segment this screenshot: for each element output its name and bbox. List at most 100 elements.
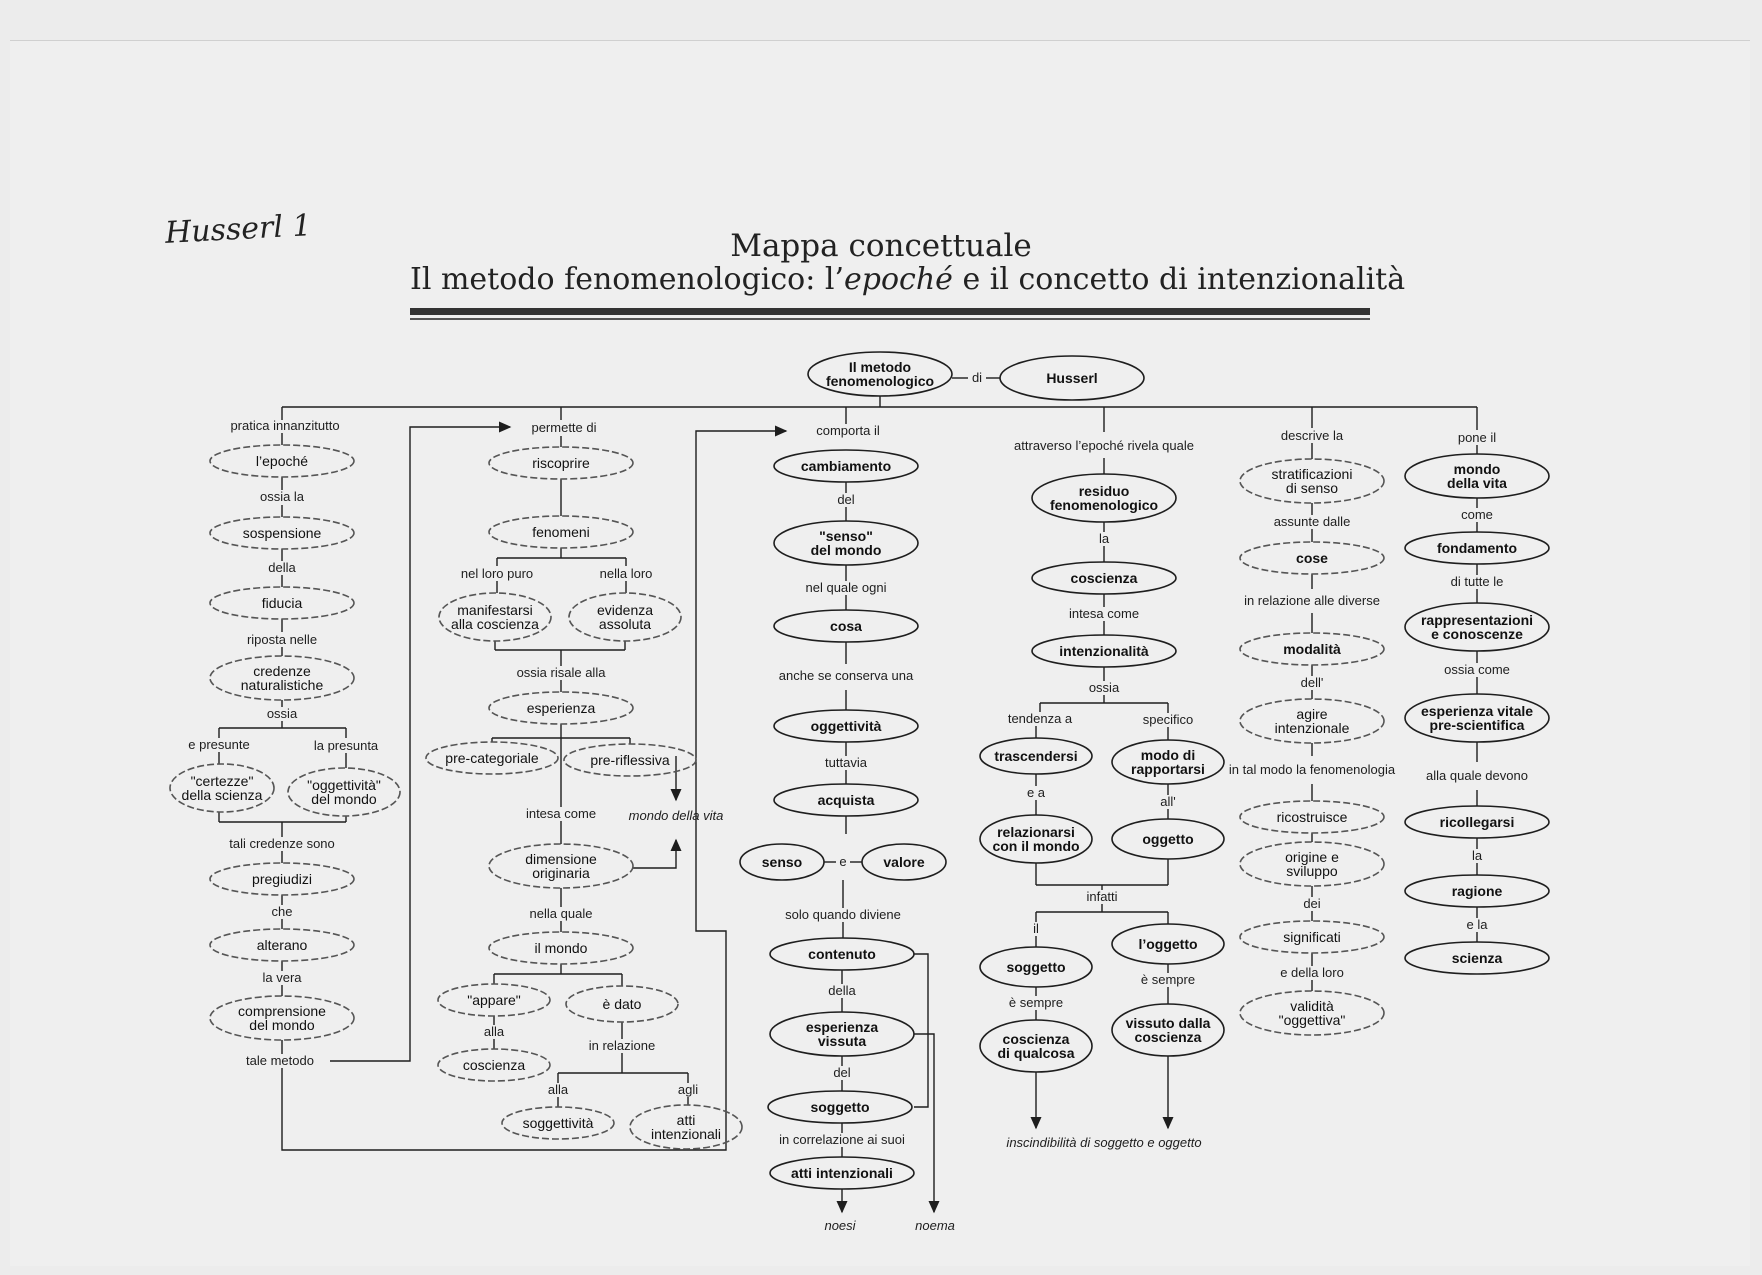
concept-ellipse bbox=[1239, 800, 1385, 834]
concept-ellipse bbox=[488, 446, 634, 480]
concept-ellipse bbox=[209, 995, 355, 1041]
subtitle-prefix: Il metodo fenomenologico: l’ bbox=[410, 262, 845, 297]
link-label-col3-noesi: noesi bbox=[824, 1218, 856, 1233]
title-underline bbox=[410, 308, 1370, 315]
concept-node-col2-soggettivita: soggettività bbox=[522, 1115, 594, 1131]
concept-node-col6-ricollegarsi: ricollegarsi bbox=[1439, 814, 1515, 830]
concept-node-col4-coscienza-di: coscienza di qualcosa bbox=[997, 1031, 1075, 1061]
concept-ellipse bbox=[209, 928, 355, 962]
concept-node-col5-significati: significati bbox=[1283, 929, 1341, 945]
concept-ellipse bbox=[979, 737, 1093, 775]
concept-ellipse bbox=[773, 609, 919, 643]
concept-ellipse bbox=[1031, 634, 1177, 668]
concept-node-col5-origine: origine e sviluppo bbox=[1285, 849, 1339, 879]
concept-ellipse bbox=[209, 655, 355, 701]
concept-ellipse bbox=[1239, 458, 1385, 504]
concept-node-top-husserl: Husserl bbox=[1046, 370, 1098, 386]
concept-ellipse bbox=[563, 743, 697, 777]
concept-ellipse bbox=[1239, 698, 1385, 744]
link-label-col2-nella-loro: nella loro bbox=[599, 566, 653, 581]
concept-ellipse bbox=[979, 946, 1093, 988]
link-label-col1-ossia-la: ossia la bbox=[259, 489, 305, 504]
concept-node-col4-residuo: residuo fenomenologico bbox=[1049, 483, 1159, 513]
link-label-col2-nel-loro-puro: nel loro puro bbox=[460, 566, 534, 581]
concept-ellipse bbox=[1239, 920, 1385, 954]
concept-ellipse bbox=[807, 351, 953, 397]
concept-node-col2-manifestarsi: manifestarsi alla coscienza bbox=[451, 602, 539, 632]
connector-arrow bbox=[281, 425, 788, 1151]
concept-ellipse bbox=[773, 783, 919, 817]
concept-ellipse bbox=[629, 1104, 743, 1150]
concept-ellipse bbox=[1404, 602, 1550, 652]
concept-ellipse bbox=[1404, 693, 1550, 743]
concept-ellipse bbox=[488, 931, 634, 965]
title-underline-thin bbox=[410, 318, 1370, 320]
link-label-col2-in-relazione: in relazione bbox=[588, 1038, 656, 1053]
link-label-col4-la: la bbox=[1098, 531, 1110, 546]
concept-node-col4-soggetto: soggetto bbox=[1006, 959, 1066, 975]
subtitle-suffix: e il concetto di intenzionalità bbox=[952, 262, 1406, 297]
concept-node-col6-rappresentazioni: rappresentazioni e conoscenze bbox=[1420, 612, 1534, 642]
link-label-col5-in-relazione: in relazione alle diverse bbox=[1244, 593, 1380, 608]
link-label-col3-solo-quando: solo quando diviene bbox=[785, 907, 901, 922]
concept-ellipse bbox=[769, 937, 915, 971]
concept-ellipse bbox=[773, 520, 919, 566]
connector-arrow bbox=[330, 421, 512, 1062]
concept-node-col3-esperienza-vissuta: esperienza vissuta bbox=[805, 1019, 879, 1049]
link-label-col2-nella-quale: nella quale bbox=[529, 906, 593, 921]
concept-node-col4-relazionarsi: relazionarsi con il mondo bbox=[992, 824, 1080, 854]
concept-node-col2-atti-intenzionali: atti intenzionali bbox=[650, 1112, 722, 1142]
link-label-col4-e-a: e a bbox=[1026, 785, 1046, 800]
concept-ellipse bbox=[1404, 453, 1550, 499]
concept-node-col3-contenuto: contenuto bbox=[808, 946, 876, 962]
concept-ellipse bbox=[979, 1019, 1093, 1073]
concept-ellipse bbox=[1404, 874, 1550, 908]
link-label-col1-che: che bbox=[271, 904, 293, 919]
concept-node-col6-scienza: scienza bbox=[1451, 950, 1503, 966]
concept-ellipse bbox=[437, 983, 551, 1017]
link-label-col3-noema: noema bbox=[915, 1218, 955, 1233]
concept-ellipse bbox=[999, 355, 1145, 401]
concept-ellipse bbox=[287, 767, 401, 817]
link-label-col4-ossia: ossia bbox=[1088, 680, 1120, 695]
link-label-col3-della: della bbox=[828, 983, 856, 998]
concept-node-col3-senso: senso bbox=[761, 854, 803, 870]
concept-node-col1-alterano: alterano bbox=[256, 937, 308, 953]
link-label-col4-infatti: infatti bbox=[1086, 889, 1118, 904]
concept-node-col2-fenomeni: fenomeni bbox=[532, 524, 590, 540]
concept-node-col1-pregiudizi: pregiudizi bbox=[252, 871, 312, 887]
concept-node-col2-coscienza: coscienza bbox=[462, 1057, 526, 1073]
link-label-col1-tali-credenze: tali credenze sono bbox=[229, 836, 335, 851]
link-label-col2-intesa-come: intesa come bbox=[525, 806, 597, 821]
concept-node-col5-modalita: modalità bbox=[1283, 641, 1341, 657]
link-label-col4-specifico: specifico bbox=[1142, 712, 1194, 727]
link-label-col2-agli: agli bbox=[677, 1082, 699, 1097]
link-label-col6-ossia-come: ossia come bbox=[1444, 662, 1510, 677]
concept-node-col3-valore: valore bbox=[883, 854, 925, 870]
link-label-col3-del: del bbox=[837, 492, 855, 507]
concept-node-col6-mondo-vita: mondo della vita bbox=[1447, 461, 1507, 491]
concept-node-col4-modo-di: modo di rapportarsi bbox=[1131, 747, 1205, 777]
concept-node-col1-sospensione: sospensione bbox=[242, 525, 322, 541]
link-label-col3-in-correlazione: in correlazione ai suoi bbox=[779, 1132, 905, 1147]
link-label-col3-comporta: comporta il bbox=[816, 423, 880, 438]
concept-ellipse bbox=[767, 1090, 913, 1124]
concept-ellipse bbox=[1111, 1003, 1225, 1057]
concept-node-col2-preriflessiva: pre-riflessiva bbox=[590, 752, 670, 768]
concept-ellipse bbox=[1031, 473, 1177, 523]
link-label-col2-alla2: alla bbox=[547, 1082, 569, 1097]
concept-ellipse bbox=[1239, 541, 1385, 575]
concept-node-col1-epoche: l’epoché bbox=[255, 453, 309, 469]
concept-ellipse bbox=[739, 843, 825, 881]
concept-ellipse bbox=[1404, 805, 1550, 839]
link-label-col2-permette: permette di bbox=[531, 420, 597, 435]
link-label-col1-e-presunte: e presunte bbox=[188, 737, 250, 752]
link-label-col3-tuttavia: tuttavia bbox=[825, 755, 867, 770]
concept-node-col5-agire: agire intenzionale bbox=[1274, 706, 1350, 736]
link-label-col3-nel-quale-ogni: nel quale ogni bbox=[805, 580, 887, 595]
concept-node-col2-dimensione: dimensione originaria bbox=[525, 851, 597, 881]
concept-ellipse bbox=[1404, 531, 1550, 565]
concept-ellipse bbox=[1239, 632, 1385, 666]
